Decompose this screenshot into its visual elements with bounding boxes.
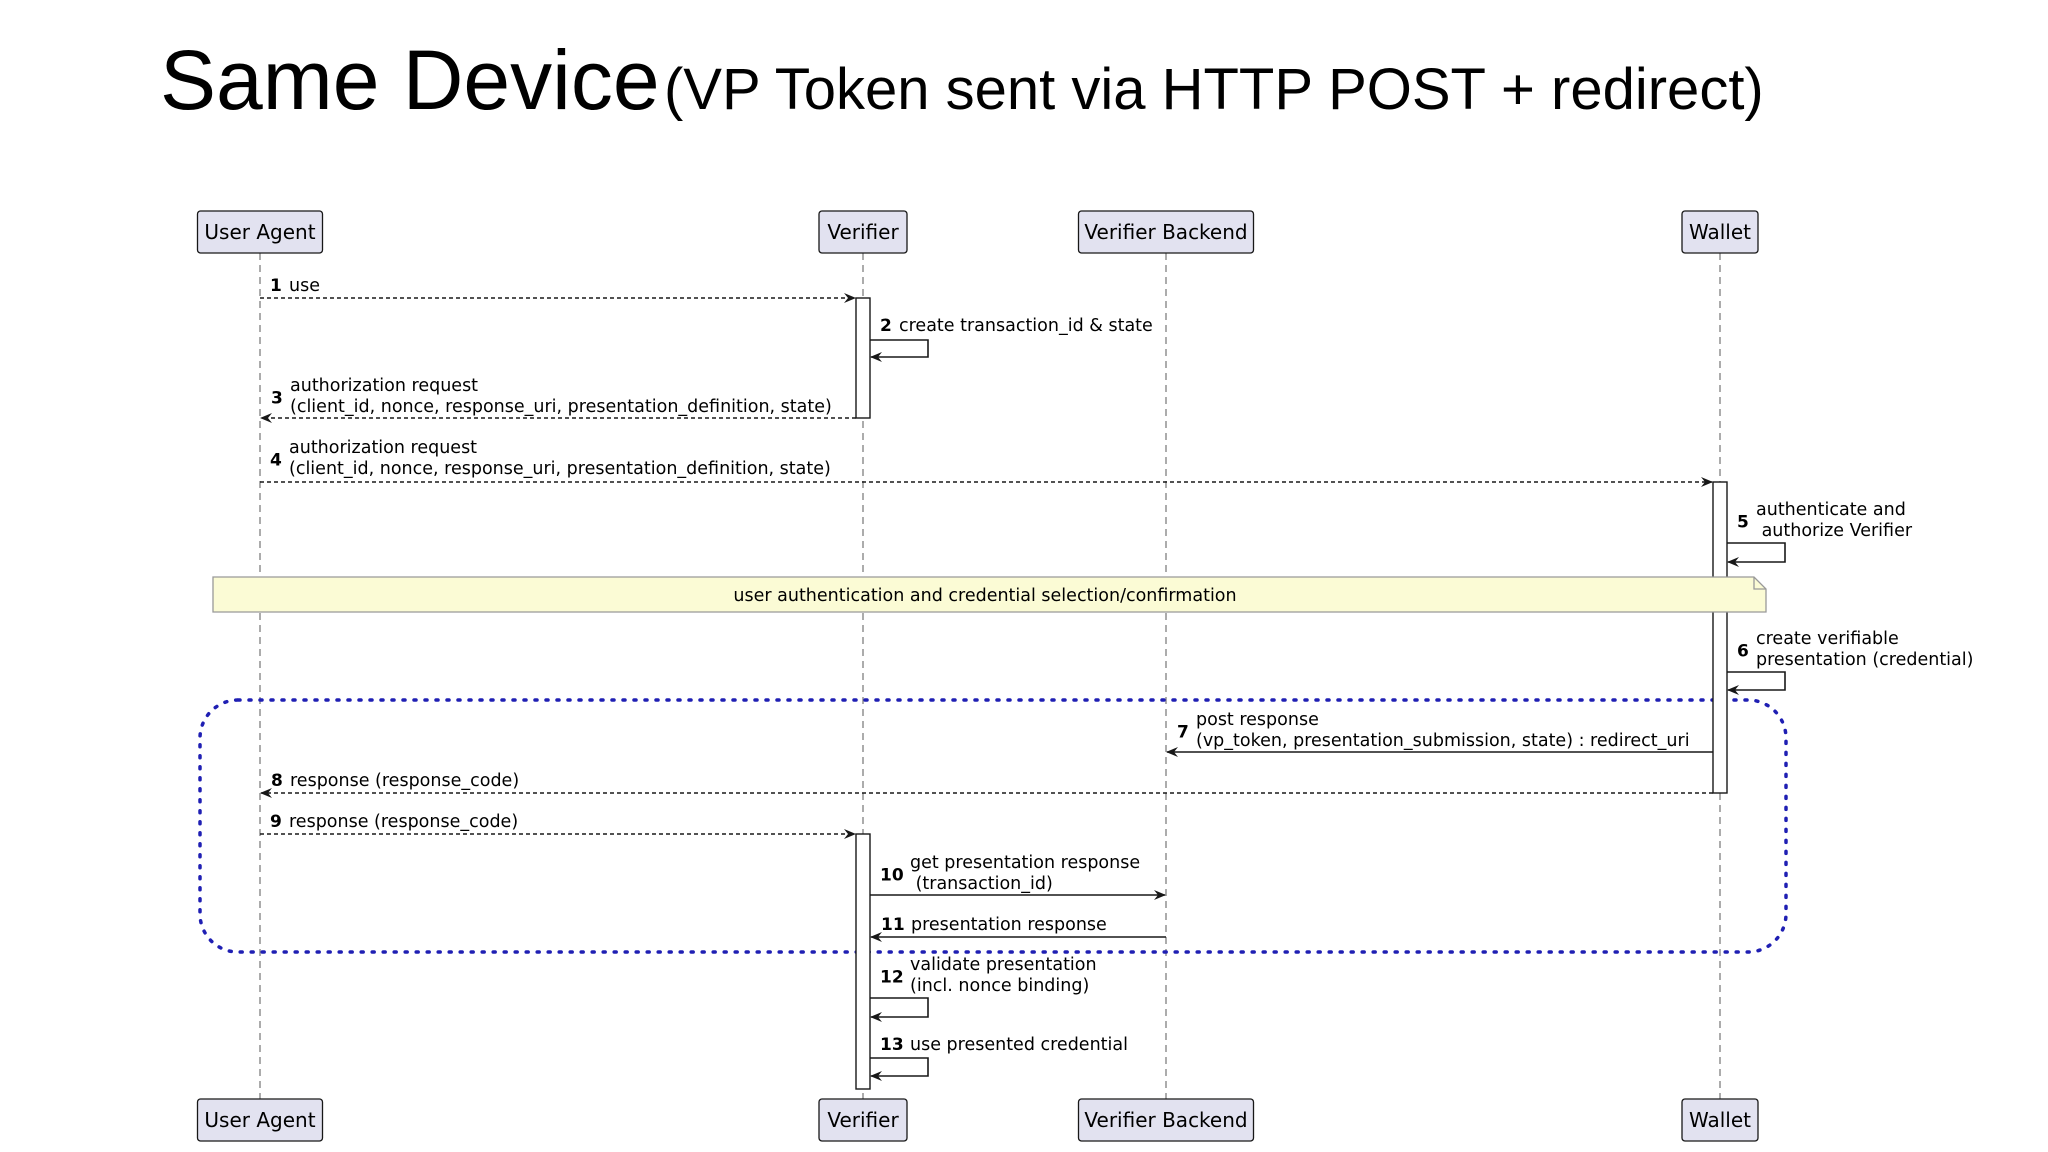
message-label-3-line-1: authorization request xyxy=(290,376,478,396)
participant-box xyxy=(818,1098,908,1142)
participant-verifier-bottom: Verifier xyxy=(818,1098,908,1142)
participant-wallet-top: Wallet xyxy=(1681,210,1759,254)
message-number-5: 5 xyxy=(1737,513,1749,533)
message-number-2: 2 xyxy=(880,316,892,336)
message-number-4: 4 xyxy=(270,451,282,471)
message-7: 7 post response(vp_token, presentation_su… xyxy=(1166,710,1713,757)
message-12: 12 validate presentation(incl. nonce bind… xyxy=(870,955,1097,1022)
message-label-7-line-2: (vp_token, presentation_submission, stat… xyxy=(1196,731,1690,751)
message-number-1: 1 xyxy=(270,276,282,296)
message-number-11: 11 xyxy=(881,915,905,935)
participant-label: Verifier Backend xyxy=(1084,1108,1247,1132)
message-label-5-line-1: authenticate and xyxy=(1756,500,1906,520)
message-11: 11 presentation response xyxy=(870,915,1166,942)
participant-box xyxy=(1681,1098,1759,1142)
message-arrow-13 xyxy=(870,1057,929,1081)
message-number-13: 13 xyxy=(880,1035,904,1055)
message-label-4-line-1: authorization request xyxy=(289,438,477,458)
message-label-5-line-2: authorize Verifier xyxy=(1756,521,1913,541)
message-label-4-line-2: (client_id, nonce, response_uri, present… xyxy=(289,459,831,479)
message-label-9-line-1: response (response_code) xyxy=(289,812,518,832)
note-fold xyxy=(1753,577,1766,590)
message-1: 1 use xyxy=(260,276,856,303)
message-label-12-line-1: validate presentation xyxy=(910,955,1097,975)
messages: 1 use 2 create transaction_id & state 3 autho… xyxy=(260,276,1973,1081)
message-label-11-line-1: presentation response xyxy=(911,915,1107,935)
participant-box xyxy=(196,210,324,254)
activation-bar-verifier-3 xyxy=(855,833,871,1090)
message-label-6-line-1: create verifiable xyxy=(1756,629,1899,649)
message-arrow-2 xyxy=(870,339,929,362)
participant-box xyxy=(196,1098,324,1142)
note-group: user authentication and credential selec… xyxy=(212,576,1767,613)
message-label-10-line-1: get presentation response xyxy=(910,853,1140,873)
message-number-12: 12 xyxy=(880,968,904,988)
message-4: 4 authorization request(client_id, nonce,… xyxy=(260,438,1713,487)
message-5: 5 authenticate and authorize Verifier xyxy=(1727,500,1913,567)
participant-label: Verifier Backend xyxy=(1084,220,1247,244)
message-number-7: 7 xyxy=(1177,723,1189,743)
message-label-13-line-1: use presented credential xyxy=(910,1035,1128,1055)
message-2: 2 create transaction_id & state xyxy=(870,316,1153,362)
participant-box xyxy=(818,210,908,254)
participant-label: Wallet xyxy=(1689,220,1751,244)
participant-box xyxy=(1681,210,1759,254)
message-label-6-line-2: presentation (credential) xyxy=(1756,650,1973,670)
message-label-1-line-1: use xyxy=(289,276,320,296)
message-arrow-6 xyxy=(1727,671,1786,695)
message-label-7-line-1: post response xyxy=(1196,710,1319,730)
message-10: 10 get presentation response (transaction… xyxy=(870,853,1166,900)
participant-box xyxy=(1077,1098,1255,1142)
message-number-10: 10 xyxy=(880,866,904,886)
title-subtitle: (VP Token sent via HTTP POST + redirect) xyxy=(663,57,1764,122)
participant-box xyxy=(1077,210,1255,254)
participant-ua-top: User Agent xyxy=(196,210,324,254)
message-9: 9 response (response_code) xyxy=(260,812,856,839)
participant-ua-bottom: User Agent xyxy=(196,1098,324,1142)
message-label-2-line-1: create transaction_id & state xyxy=(899,316,1153,336)
message-8: 8 response (response_code) xyxy=(260,771,1713,798)
participant-label: Wallet xyxy=(1689,1108,1751,1132)
participant-label: Verifier xyxy=(827,1108,899,1132)
participant-label: User Agent xyxy=(204,1108,315,1132)
participant-label: Verifier xyxy=(827,220,899,244)
note-box xyxy=(212,576,1767,613)
message-number-6: 6 xyxy=(1737,642,1749,662)
participant-backend-top: Verifier Backend xyxy=(1077,210,1255,254)
participant-backend-bottom: Verifier Backend xyxy=(1077,1098,1255,1142)
participant-label: User Agent xyxy=(204,220,315,244)
message-label-3-line-2: (client_id, nonce, response_uri, present… xyxy=(290,397,832,417)
message-arrow-12 xyxy=(870,997,929,1022)
message-13: 13 use presented credential xyxy=(870,1035,1128,1081)
message-number-3: 3 xyxy=(271,389,283,409)
participant-wallet-bottom: Wallet xyxy=(1681,1098,1759,1142)
message-arrow-5 xyxy=(1727,542,1786,567)
message-number-9: 9 xyxy=(270,812,282,832)
participant-verifier-top: Verifier xyxy=(818,210,908,254)
message-label-12-line-2: (incl. nonce binding) xyxy=(910,976,1089,996)
activation-bar-wallet-2 xyxy=(1712,481,1728,794)
title-main: Same Device xyxy=(160,33,660,127)
activation-bars xyxy=(855,297,1728,1090)
message-3: 3 authorization request(client_id, nonce,… xyxy=(260,376,856,423)
message-label-8-line-1: response (response_code) xyxy=(290,771,519,791)
diagram-title: Same Device (VP Token sent via HTTP POST… xyxy=(160,32,1764,129)
activation-bar-verifier-1 xyxy=(855,297,871,419)
message-number-8: 8 xyxy=(271,771,283,791)
note-text: user authentication and credential selec… xyxy=(733,586,1236,606)
message-label-10-line-2: (transaction_id) xyxy=(910,874,1053,894)
